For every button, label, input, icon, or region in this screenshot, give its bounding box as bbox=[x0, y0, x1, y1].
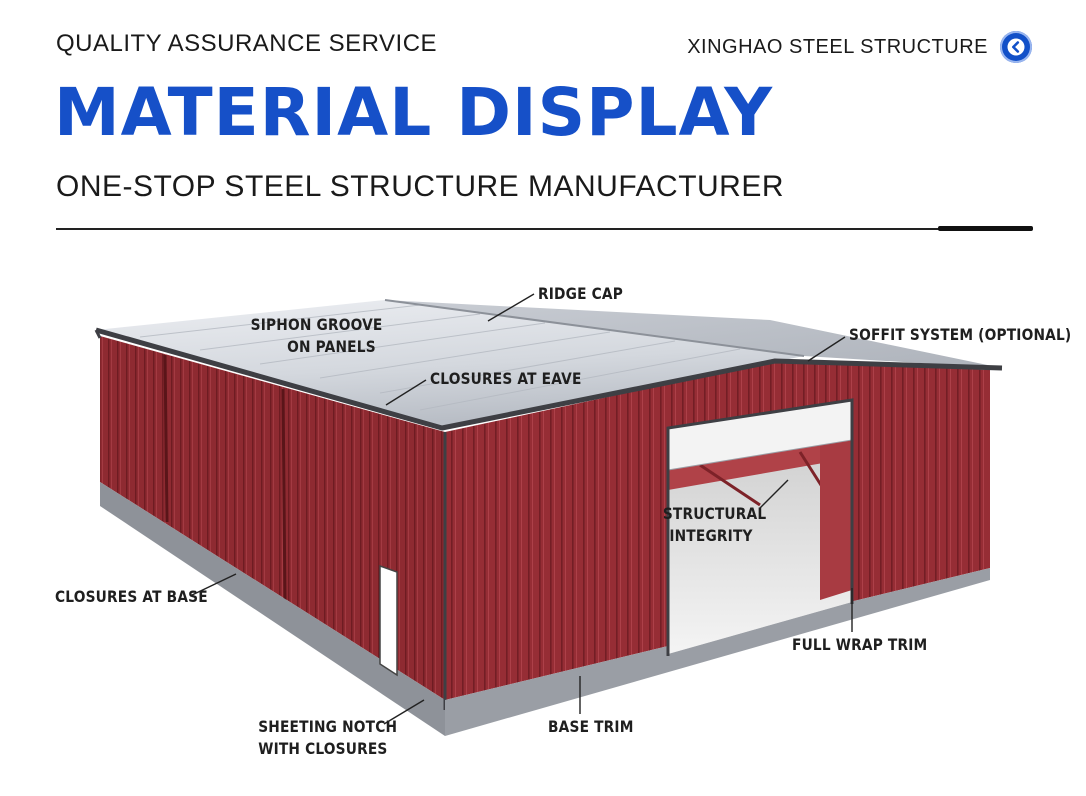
label-structural-line2: INTEGRITY bbox=[669, 526, 753, 545]
ridge-cap-line bbox=[384, 299, 805, 357]
eyebrow-text: QUALITY ASSURANCE SERVICE bbox=[56, 30, 438, 57]
divider bbox=[56, 228, 1032, 230]
brand-name: XINGHAO STEEL STRUCTURE bbox=[687, 35, 988, 58]
label-sheeting-notch: SHEETING NOTCH WITH CLOSURES bbox=[258, 716, 398, 760]
divider-accent bbox=[938, 226, 1033, 231]
left-wall bbox=[100, 336, 445, 700]
eave-trim bbox=[95, 327, 1003, 431]
man-door bbox=[379, 564, 398, 677]
label-siphon-groove-line1: SIPHON GROOVE bbox=[250, 315, 383, 334]
page-subtitle: ONE-STOP STEEL STRUCTURE MANUFACTURER bbox=[56, 170, 785, 203]
brand: XINGHAO STEEL STRUCTURE bbox=[687, 30, 1032, 64]
left-base-trim bbox=[100, 482, 445, 736]
label-siphon-groove: SIPHON GROOVE ON PANELS bbox=[250, 314, 383, 358]
roof-left-slope bbox=[96, 300, 804, 428]
label-sheeting-notch-line2: WITH CLOSURES bbox=[258, 739, 388, 758]
roof-right-slope bbox=[385, 300, 1002, 368]
chevron-left-circle-icon[interactable] bbox=[1000, 31, 1032, 63]
label-closures-eave: CLOSURES AT EAVE bbox=[430, 369, 582, 388]
label-closures-base: CLOSURES AT BASE bbox=[55, 587, 208, 606]
label-siphon-groove-line2: ON PANELS bbox=[287, 337, 376, 356]
label-structural-integrity: STRUCTURAL INTEGRITY bbox=[662, 503, 767, 547]
label-structural-line1: STRUCTURAL bbox=[662, 504, 767, 523]
label-base-trim: BASE TRIM bbox=[548, 717, 634, 736]
right-base-trim bbox=[445, 568, 990, 736]
label-sheeting-notch-line1: SHEETING NOTCH bbox=[258, 717, 398, 736]
label-ridge-cap: RIDGE CAP bbox=[538, 284, 624, 303]
label-soffit-system: SOFFIT SYSTEM (OPTIONAL) bbox=[849, 325, 1072, 344]
page-title: MATERIAL DISPLAY bbox=[54, 74, 774, 151]
label-full-wrap-trim: FULL WRAP TRIM bbox=[792, 635, 928, 654]
